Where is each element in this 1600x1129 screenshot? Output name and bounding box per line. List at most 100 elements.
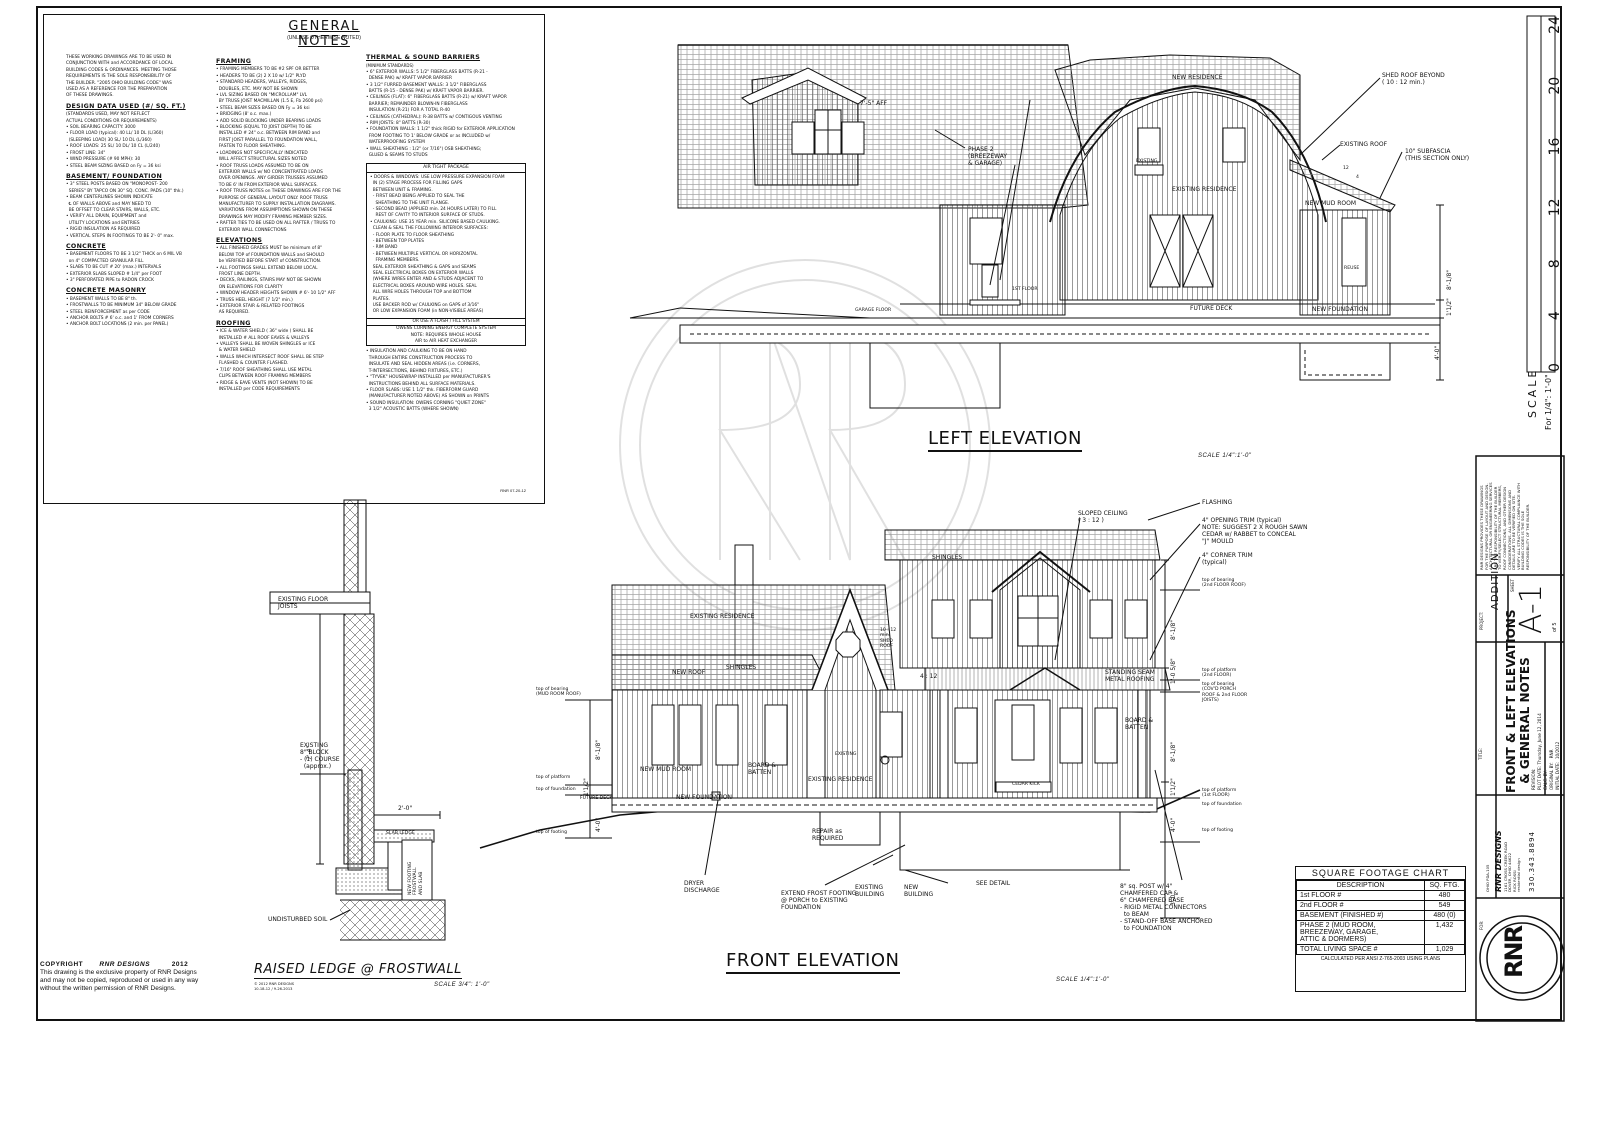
fe-existing-tag: EXISTING: [835, 752, 857, 757]
tb-title-label: TITLE:: [1478, 747, 1483, 760]
fe-dim-2: 1'-0 5/8": [1170, 658, 1177, 684]
le-new-residence: NEW RESIDENCE: [1172, 74, 1223, 81]
tb-sheet: A-1: [1514, 584, 1549, 634]
fe-new-foundation: NEW FOUNDATION: [676, 794, 732, 801]
scale-tick-20: 20: [1547, 76, 1563, 95]
fe-top-footing: top of footing: [1202, 828, 1234, 833]
fe-standing-seam: STANDING SEAM METAL ROOFING: [1105, 669, 1155, 683]
detail-block: EXISTING 8" BLOCK - (1) COURSE (approx.): [300, 742, 340, 770]
fe-shingles: SHINGLES: [932, 554, 963, 561]
le-existing-tag: EXISTING: [1136, 159, 1158, 164]
fe-new-building: NEW BUILDING: [904, 884, 934, 898]
sqft-row-value: 549: [1424, 900, 1465, 911]
fe-flashing: FLASHING: [1202, 499, 1233, 506]
fe-shingles-2: SHINGLES: [726, 664, 757, 671]
fe-new-mud-room: NEW MUD ROOM: [640, 766, 692, 773]
table-row: 2nd FLOOR # 549: [1296, 900, 1465, 911]
fe-repair: REPAIR as REQUIRED: [812, 828, 844, 842]
concrete-heading: CONCRETE: [66, 242, 107, 250]
fe-dim-l2: 1'1/2": [583, 778, 590, 796]
copyright-year: 2012: [171, 961, 189, 968]
thermal-heading: THERMAL & SOUND BARRIERS: [366, 54, 481, 61]
tb-sheet-of: of 5: [1552, 622, 1558, 632]
sqft-row-desc: 2nd FLOOR #: [1296, 900, 1425, 911]
table-row: BASEMENT (FINISHED #) 480 (0): [1296, 910, 1465, 921]
le-dim-a: 8'-1/8": [1446, 269, 1453, 290]
fe-existing-residence-top: EXISTING RESIDENCE: [690, 613, 755, 620]
copyright-label: COPYRIGHT: [40, 961, 84, 968]
thermal-tail-text: • INSULATION AND CAULKING TO BE ON HAND …: [366, 349, 491, 413]
detail-small-print: © 2012 RNR DESIGNS 10-18-12 / 9-26-2013: [254, 982, 294, 992]
tb-initial: INITIAL DATE: 10/2012: [1555, 741, 1560, 790]
tb-phone: 330.343.8894: [1528, 831, 1536, 892]
copyright-text: This drawing is the exclusive property o…: [40, 969, 199, 992]
fe-opening-trim: 4" OPENING TRIM (typical) NOTE: SUGGEST …: [1202, 517, 1308, 545]
design-data-heading: DESIGN DATA USED (#/ SQ. FT.): [66, 102, 186, 110]
scale-bar-graphic: [1526, 15, 1556, 373]
roofing-text: • ICE & WATER SHIELD ( 36" wide ) SHALL …: [216, 329, 324, 392]
le-new-foundation: NEW FOUNDATION: [1312, 306, 1368, 313]
notes-column-1: THESE WORKING DRAWINGS ARE TO BE USED IN…: [66, 55, 211, 329]
framing-text: • FRAMING MEMBERS TO BE #2 SPF OR BETTER…: [216, 67, 341, 233]
fe-new-roof: NEW ROOF: [672, 669, 706, 676]
fe-dim-5: 4'-0": [1170, 817, 1177, 832]
tb-revision: REVISION:: [1531, 768, 1536, 790]
detail-title: RAISED LEDGE @ FROSTWALL: [254, 962, 462, 979]
fe-board-batten-right: BOARD & BATTEN: [1125, 717, 1154, 731]
fe-corner-trim: 4" CORNER TRIM (typical): [1202, 552, 1253, 566]
elevations-heading: ELEVATIONS: [216, 236, 263, 244]
air-tight-package: AIR TIGHT PACKAGE • DOORS & WINDOWS: USE…: [366, 162, 526, 347]
table-row: PHASE 2 (MUD ROOM, BREEZEWAY, GARAGE, AT…: [1296, 920, 1465, 945]
fe-future-deck: FUTURE DECK: [580, 796, 613, 801]
detail-new-footing: NEW FOOTING FROSTWALL AND SLAB: [408, 861, 424, 895]
sqft-col-value: SQ. FTG.: [1424, 880, 1465, 891]
le-aff: 7'-5" AFF: [860, 100, 888, 107]
fe-dim-1: 8'-1/8": [1170, 619, 1177, 640]
scale-tick-0: 0: [1547, 363, 1563, 372]
owens-corning-note: OWENS CORNING ENERGY COMPLETE SYSTEM NOT…: [367, 325, 525, 345]
fe-dim-3: 8'-1/8": [1170, 741, 1177, 762]
sqft-row-desc: PHASE 2 (MUD ROOM, BREEZEWAY, GARAGE, AT…: [1296, 920, 1425, 945]
air-tight-or: OR USE A FLASH / FILL SYSTEM: [367, 317, 525, 325]
square-footage-chart: SQUARE FOOTAGE CHART DESCRIPTION SQ. FTG…: [1295, 866, 1466, 992]
le-phase2: PHASE 2 (BREEZEWAY & GARAGE): [968, 146, 1008, 167]
tb-logo: RNR: [1500, 926, 1528, 978]
notes-reference: RNR 07-20-12: [500, 488, 526, 493]
scale-tick-12: 12: [1547, 198, 1563, 217]
tb-for-label: FOR:: [1479, 920, 1484, 930]
detail-undisturbed: UNDISTURBED SOIL: [268, 916, 328, 923]
fe-shed-roof: 10 : 12 min. SHED ROOF: [880, 628, 897, 650]
le-future-deck: FUTURE DECK: [1190, 305, 1233, 312]
sqft-row-desc: BASEMENT (FINISHED #): [1296, 910, 1425, 921]
detail-scale: SCALE 3/4": 1'-0": [434, 982, 490, 988]
sqft-caption: CALCULATED PER ANSI Z-765-2003 USING PLA…: [1320, 956, 1441, 962]
masonry-heading: CONCRETE MASONRY: [66, 287, 146, 295]
notes-column-2: FRAMING • FRAMING MEMBERS TO BE #2 SPF O…: [216, 55, 364, 393]
scale-tick-8: 8: [1547, 259, 1563, 269]
tb-plot-date: PLOT DATE: Thursday, June 12, 2014: [1537, 713, 1542, 790]
le-reuse: REUSE: [1344, 266, 1360, 271]
tb-project-label: PROJECT:: [1479, 611, 1484, 630]
scale-tick-4: 4: [1547, 311, 1563, 321]
concrete-text: • BASEMENT FLOORS TO BE 3 1/2" THICK on …: [66, 252, 182, 283]
scale-sub: For 1/4": 1'-0": [1544, 374, 1553, 430]
fe-top-foundation: top of foundation: [1202, 802, 1242, 807]
fe-tob-2nd: top of bearing (2nd FLOOR ROOF): [1202, 578, 1246, 589]
fe-sloped-ceiling: SLOPED CEILING ( 3 : 12 ): [1078, 510, 1128, 524]
fe-top-platform: top of platform (2nd FLOOR): [1202, 668, 1237, 679]
fe-dryer: DRYER DISCHARGE: [684, 880, 720, 894]
fe-dim-6: 3'-0": [1170, 891, 1177, 906]
elevations-text: • ALL FINISHED GRADES MUST be minimum of…: [216, 246, 336, 316]
design-data-text: (STANDARDS USED, MAY NOT REFLECT ACTUAL …: [66, 112, 164, 169]
sqft-col-description: DESCRIPTION: [1296, 880, 1425, 891]
fe-dim-l3: 4'-0": [595, 817, 602, 832]
air-tight-heading: AIR TIGHT PACKAGE: [367, 164, 525, 173]
sqft-row-value: 480: [1424, 890, 1465, 901]
fe-see-detail: SEE DETAIL: [976, 880, 1011, 887]
sqft-row-value: 1,432: [1424, 920, 1465, 945]
notes-intro: THESE WORKING DRAWINGS ARE TO BE USED IN…: [66, 55, 177, 99]
sqft-table: DESCRIPTION SQ. FTG. 1st FLOOR # 480 2nd…: [1296, 880, 1465, 955]
masonry-text: • BASEMENT WALLS TO BE 8" th. • FROSTWAL…: [66, 296, 177, 328]
sqft-row-value: 480 (0): [1424, 910, 1465, 921]
